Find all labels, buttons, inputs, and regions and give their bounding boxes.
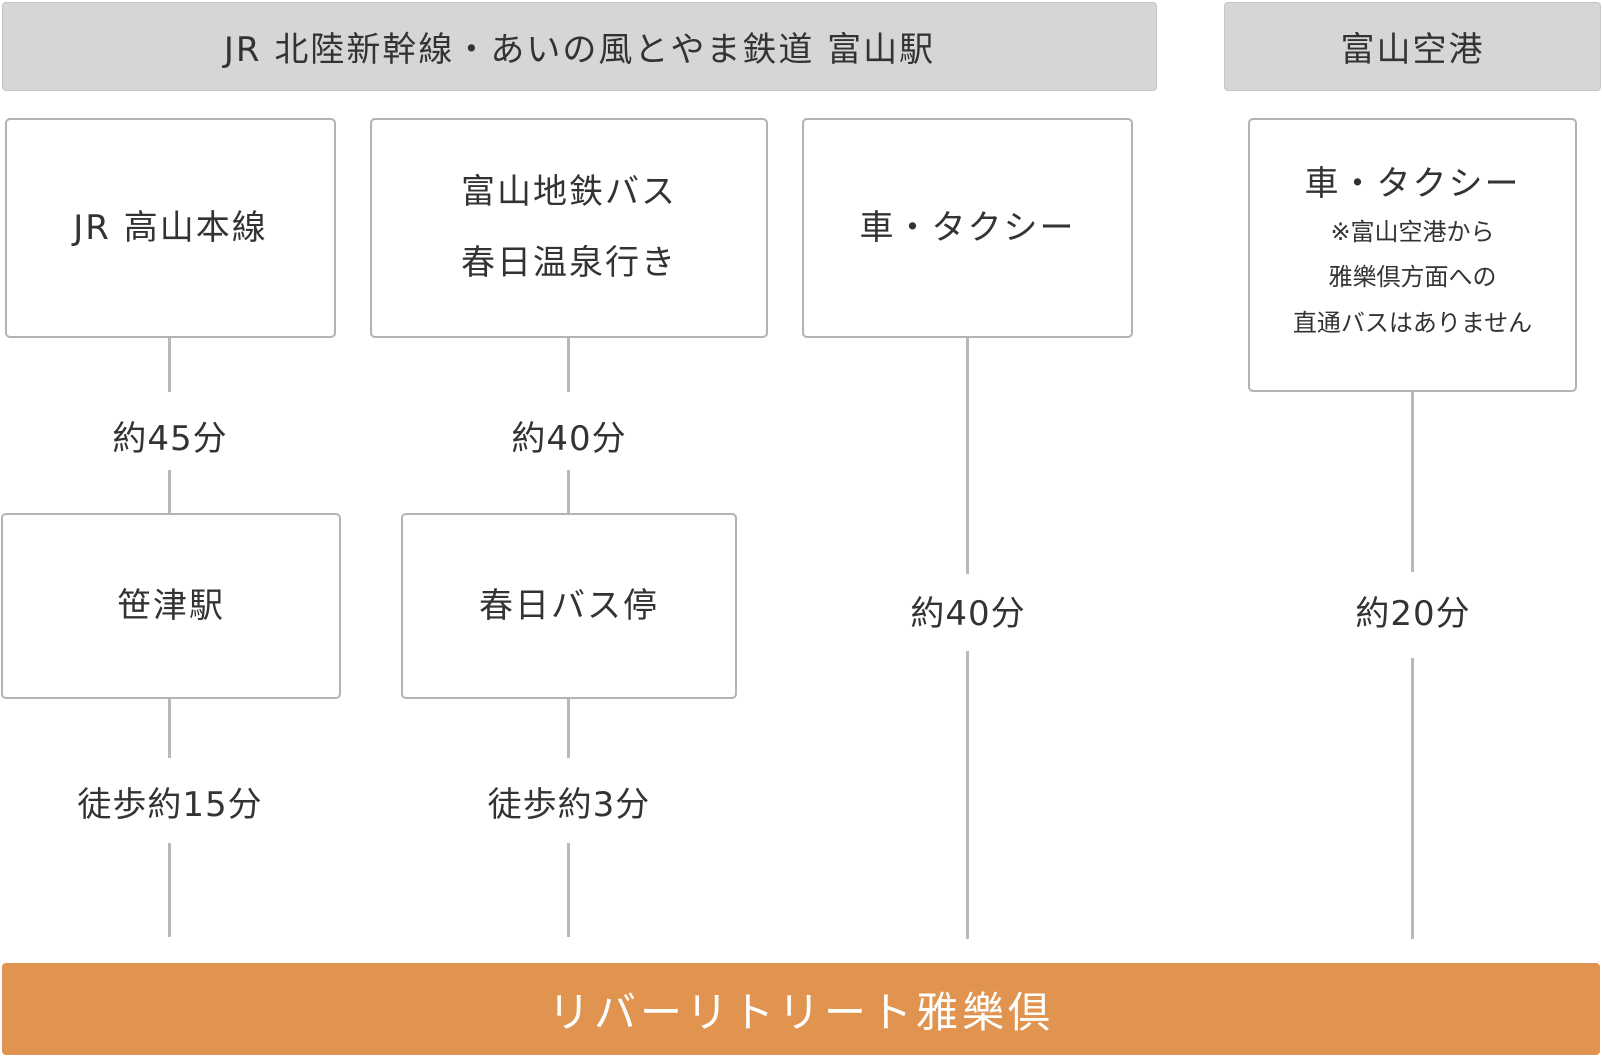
connector-car-station-b	[966, 651, 969, 939]
stop-box-kasuga: 春日バス停	[401, 513, 737, 699]
connector-car-station-a	[966, 338, 969, 574]
header-toyama-airport: 富山空港	[1224, 2, 1601, 91]
origin-box-chitetsu-bus: 富山地鉄バス 春日温泉行き	[370, 118, 768, 338]
origin-box-car-airport: 車・タクシー ※富山空港から 雅樂倶方面への 直通バスはありません	[1248, 118, 1577, 392]
duration-jr-train: 約45分	[112, 419, 228, 459]
connector-bus-1a	[567, 338, 570, 392]
note-airport-line1: ※富山空港から	[1330, 217, 1495, 246]
header-toyama-station: JR 北陸新幹線・あいの風とやま鉄道 富山駅	[2, 2, 1157, 91]
duration-bus-walk: 徒歩約3分	[487, 785, 651, 825]
stop-label-sasazu: 笹津駅	[117, 585, 225, 626]
note-airport-line3: 直通バスはありません	[1292, 309, 1533, 338]
stop-box-sasazu: 笹津駅	[1, 513, 341, 699]
stop-label-kasuga: 春日バス停	[479, 585, 659, 626]
duration-bus-ride: 約40分	[511, 419, 627, 459]
connector-jr-2a	[168, 699, 171, 758]
connector-car-airport-b	[1411, 658, 1414, 939]
connector-bus-2a	[567, 699, 570, 758]
origin-label-jr-takayama: JR 高山本線	[73, 207, 268, 248]
origin-box-car-station: 車・タクシー	[802, 118, 1133, 338]
origin-label-bus-line2: 春日温泉行き	[461, 243, 677, 283]
destination-banner: リバーリトリート雅樂倶	[2, 963, 1600, 1055]
connector-jr-1b	[168, 470, 171, 513]
origin-label-car-station: 車・タクシー	[859, 207, 1076, 248]
duration-jr-walk: 徒歩約15分	[77, 785, 263, 825]
connector-jr-2b	[168, 843, 171, 937]
connector-jr-1a	[168, 338, 171, 392]
origin-label-bus-line1: 富山地鉄バス	[461, 171, 677, 212]
connector-car-airport-a	[1411, 392, 1414, 572]
origin-box-jr-takayama: JR 高山本線	[5, 118, 336, 338]
duration-car-station: 約40分	[910, 594, 1026, 634]
origin-label-car-airport: 車・タクシー	[1304, 164, 1521, 205]
destination-label: リバーリトリート雅樂倶	[547, 987, 1054, 1037]
note-airport-line2: 雅樂倶方面への	[1328, 263, 1497, 292]
connector-bus-1b	[567, 470, 570, 513]
duration-car-airport: 約20分	[1355, 594, 1471, 634]
connector-bus-2b	[567, 843, 570, 937]
